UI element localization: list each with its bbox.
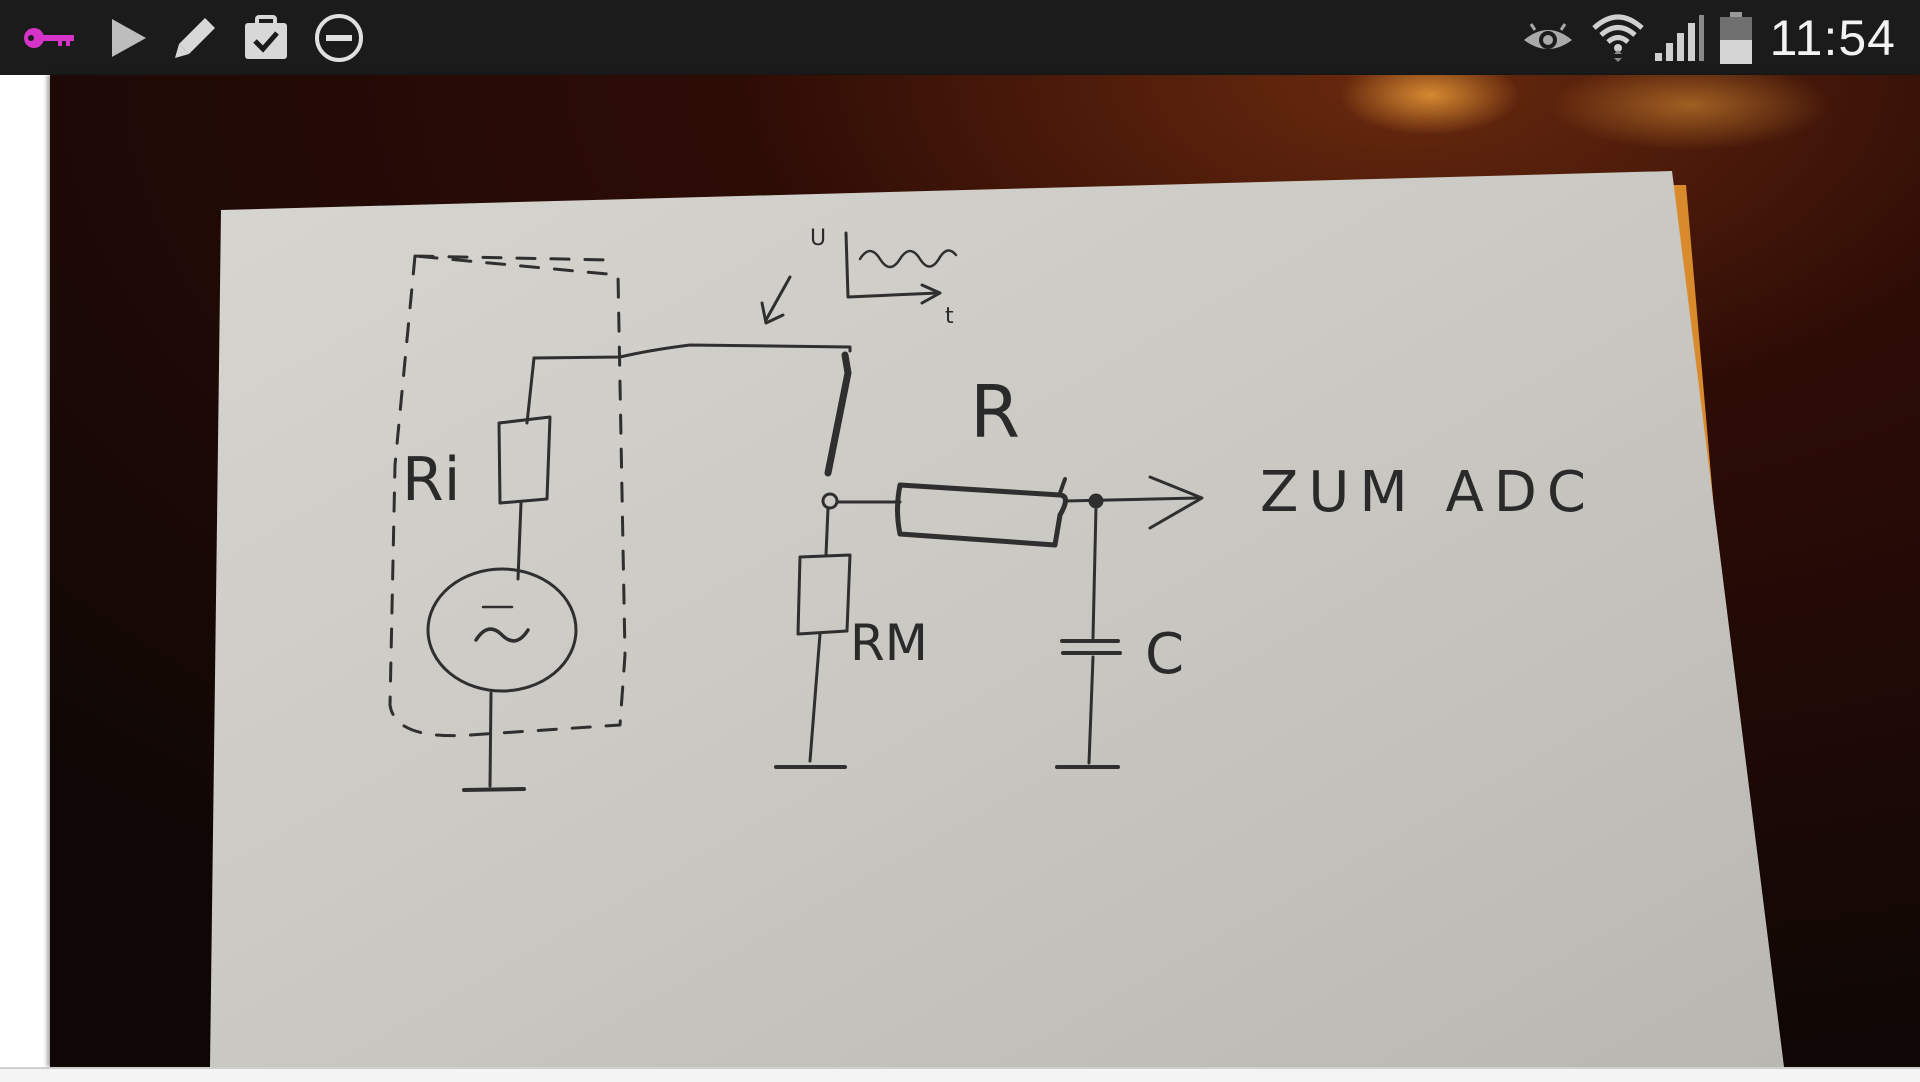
- label-r: R: [970, 370, 1020, 454]
- left-margin: [0, 75, 50, 1080]
- label-zum-adc: ZUM ADC: [1260, 460, 1596, 525]
- label-rm: RM: [850, 614, 928, 672]
- label-graph-u: U: [810, 226, 826, 251]
- photo-canvas: Ri R RM C ZUM ADC U t: [50, 75, 1920, 1067]
- battery-icon: [1714, 0, 1758, 75]
- label-ri: Ri: [402, 445, 460, 515]
- label-graph-t: t: [945, 304, 954, 329]
- eye-icon: [1518, 0, 1578, 75]
- status-clock: 11:54: [1769, 9, 1896, 66]
- key-icon: [18, 0, 80, 75]
- status-bar: 11:54: [0, 0, 1920, 75]
- play-store-icon: [100, 0, 154, 75]
- circuit-drawing: [388, 231, 1204, 792]
- wifi-icon: [1588, 0, 1648, 75]
- do-not-disturb-icon: [310, 0, 368, 75]
- bottom-edge: [0, 1067, 1920, 1082]
- circuit-sketch-photo: Ri R RM C ZUM ADC U t: [50, 75, 1920, 1067]
- signal-icon: [1650, 0, 1708, 75]
- edit-icon: [168, 0, 222, 75]
- clipboard-check-icon: [238, 0, 294, 75]
- label-c: C: [1145, 622, 1184, 687]
